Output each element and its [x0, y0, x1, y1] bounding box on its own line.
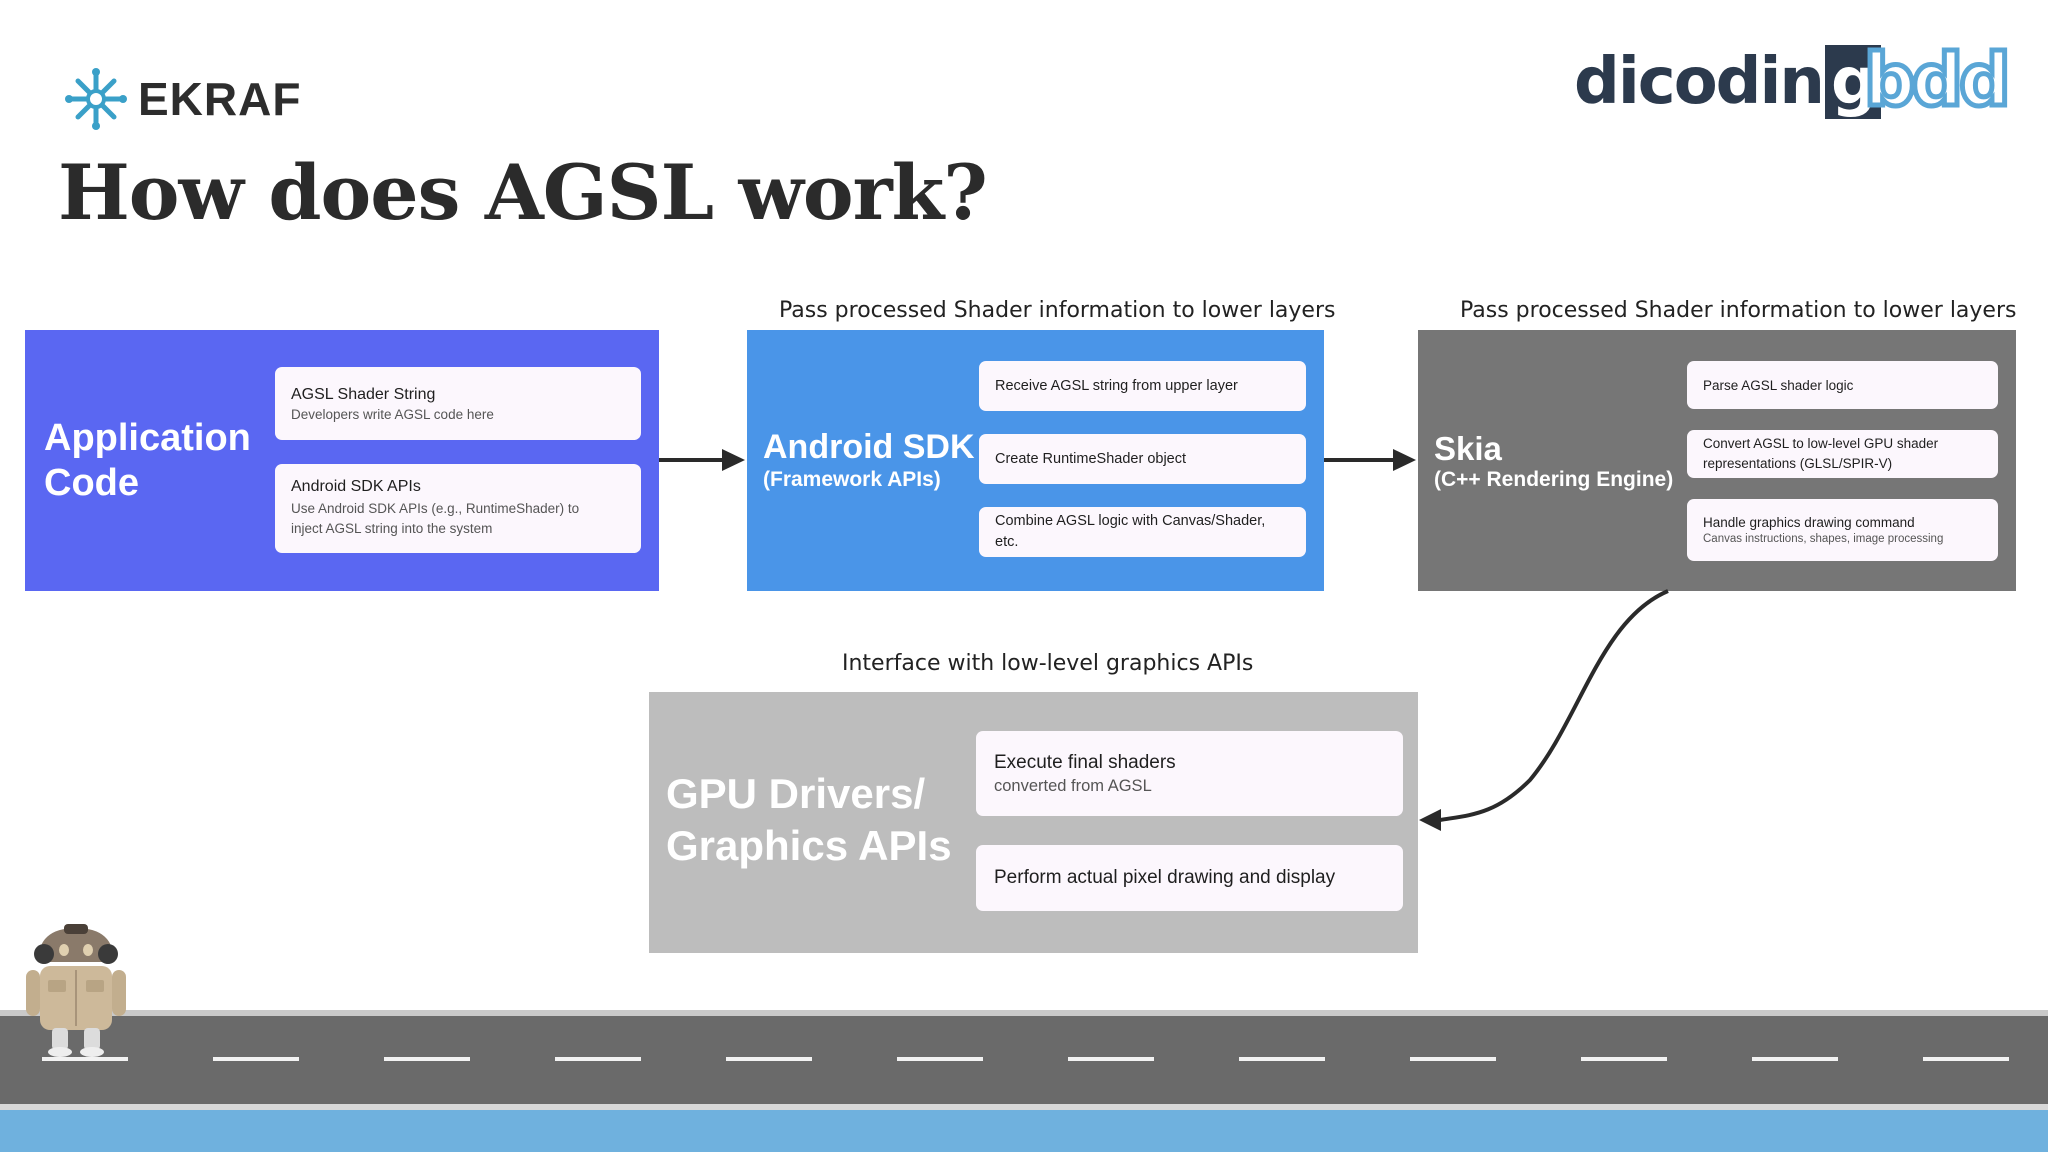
lane-marking: [1581, 1057, 1667, 1061]
android-sdk-subtitle: (Framework APIs): [763, 468, 941, 491]
card-title: Convert AGSL to low-level GPU shader rep…: [1703, 434, 1982, 474]
lane-marking: [1923, 1057, 2009, 1061]
card-agsl-shader-string: AGSL Shader String Developers write AGSL…: [275, 367, 641, 440]
caption-skia: Pass processed Shader information to low…: [1460, 298, 2017, 323]
lane-marking: [555, 1057, 641, 1061]
card-title: Combine AGSL logic with Canvas/Shader, e…: [995, 511, 1290, 553]
gpu-drivers-title: GPU Drivers/ Graphics APIs: [666, 768, 952, 872]
card-desc: Canvas instructions, shapes, image proce…: [1703, 533, 1944, 545]
lane-marking: [213, 1057, 299, 1061]
dicoding-wordmark-box: g: [1824, 45, 1881, 119]
android-sdk-title: Android SDK: [763, 428, 975, 466]
card-title-line2: etc.: [995, 534, 1019, 550]
card-title: Create RuntimeShader object: [995, 451, 1187, 467]
card-title: Perform actual pixel drawing and display: [994, 867, 1336, 888]
card-desc-line1: Use Android SDK APIs (e.g., RuntimeShade…: [291, 501, 580, 516]
card-title: Parse AGSL shader logic: [1703, 377, 1854, 393]
card-title-line1: Combine AGSL logic with Canvas/Shader,: [995, 513, 1266, 529]
arrow-skia-to-gpu: [1419, 589, 1669, 831]
lane-marking: [897, 1057, 983, 1061]
application-code-title: Application Code: [44, 416, 251, 506]
card-title: Handle graphics drawing command: [1703, 515, 1915, 530]
gpu-drivers-title-line1: GPU Drivers/: [666, 770, 926, 817]
lane-marking: [1752, 1057, 1838, 1061]
arrow-app-to-sdk: [659, 449, 745, 471]
card-title-line1: Convert AGSL to low-level GPU shader: [1703, 436, 1939, 451]
application-code-title-line2: Code: [44, 462, 139, 504]
lane-marking: [1068, 1057, 1154, 1061]
card-create-runtimeshader: Create RuntimeShader object: [979, 434, 1306, 484]
page-title: How does AGSL work?: [58, 148, 988, 237]
application-code-title-line1: Application: [44, 417, 251, 459]
caption-gpu: Interface with low-level graphics APIs: [842, 651, 1254, 676]
card-title-line2: representations (GLSL/SPIR-V): [1703, 456, 1893, 471]
card-execute-shaders: Execute final shaders converted from AGS…: [976, 731, 1403, 816]
bdd-wordmark: bdd: [1862, 36, 2014, 125]
lane-marking: [1239, 1057, 1325, 1061]
skia-panel: Skia (C++ Rendering Engine) Parse AGSL s…: [1418, 330, 2016, 591]
ekraf-logo: EKRAF: [64, 64, 304, 134]
lane-marking: [384, 1057, 470, 1061]
dicoding-wordmark: dicodin: [1574, 45, 1825, 119]
skia-subtitle: (C++ Rendering Engine): [1434, 468, 1674, 491]
card-pixel-drawing: Perform actual pixel drawing and display: [976, 845, 1403, 911]
gpu-drivers-title-line2: Graphics APIs: [666, 822, 952, 869]
card-desc-line2: inject AGSL string into the system: [291, 521, 493, 536]
card-desc: Use Android SDK APIs (e.g., RuntimeShade…: [291, 499, 625, 539]
card-parse-agsl: Parse AGSL shader logic: [1687, 361, 1998, 409]
card-title: Receive AGSL string from upper layer: [995, 378, 1238, 394]
road: [0, 1016, 2048, 1104]
skia-title: Skia: [1434, 430, 1502, 467]
card-desc: converted from AGSL: [994, 776, 1152, 795]
card-android-sdk-apis: Android SDK APIs Use Android SDK APIs (e…: [275, 464, 641, 553]
lane-marking: [1410, 1057, 1496, 1061]
card-convert-agsl: Convert AGSL to low-level GPU shader rep…: [1687, 430, 1998, 478]
ekraf-wordmark: EKRAF: [138, 73, 302, 125]
card-handle-drawing: Handle graphics drawing command Canvas i…: [1687, 499, 1998, 561]
road-edge-bottom: [0, 1104, 2048, 1110]
bdd-logo: bdd: [1862, 36, 2014, 125]
card-desc: Developers write AGSL code here: [291, 406, 494, 422]
gpu-drivers-panel: GPU Drivers/ Graphics APIs Execute final…: [649, 692, 1418, 953]
card-title: Execute final shaders: [994, 751, 1176, 773]
android-mascot-icon: [26, 924, 126, 1057]
card-title: Android SDK APIs: [291, 478, 421, 495]
lane-marking: [42, 1057, 128, 1061]
ekraf-snowflake-icon: [65, 68, 127, 130]
water: [0, 1110, 2048, 1152]
road-edge-top: [0, 1010, 2048, 1016]
card-combine-agsl: Combine AGSL logic with Canvas/Shader, e…: [979, 507, 1306, 557]
card-title: AGSL Shader String: [291, 385, 436, 403]
lane-marking: [726, 1057, 812, 1061]
arrow-sdk-to-skia: [1324, 449, 1416, 471]
card-receive-agsl: Receive AGSL string from upper layer: [979, 361, 1306, 411]
caption-sdk: Pass processed Shader information to low…: [779, 298, 1336, 323]
application-code-panel: Application Code AGSL Shader String Deve…: [25, 330, 659, 591]
android-sdk-panel: Android SDK (Framework APIs) Receive AGS…: [747, 330, 1324, 591]
